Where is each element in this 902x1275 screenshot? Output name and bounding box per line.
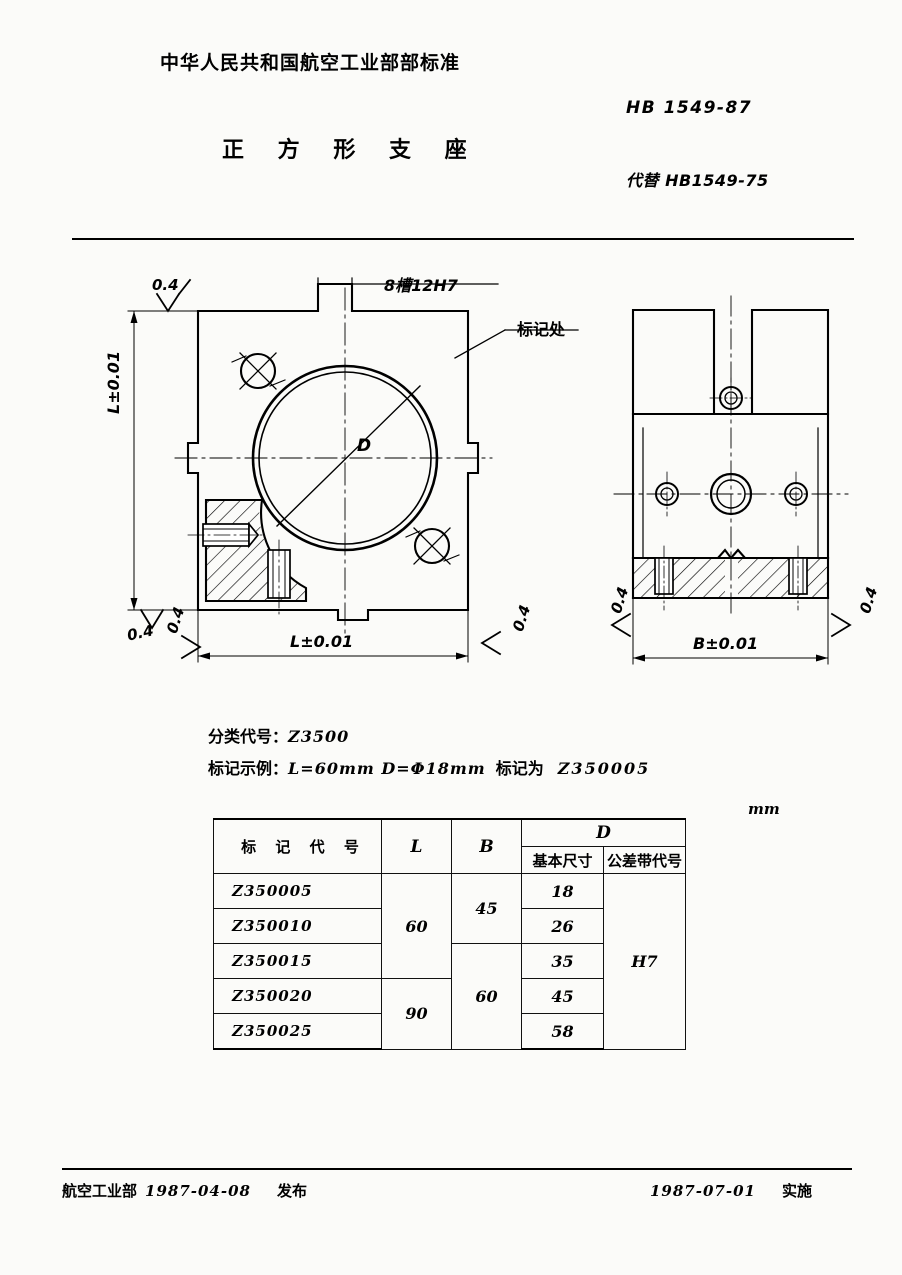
cell-basic-size: 58 [521, 1013, 604, 1050]
side-hole-upper [709, 377, 753, 419]
center-lines-side [613, 295, 849, 619]
example-separator: ： [272, 759, 289, 778]
classification-value: Z3500 [288, 727, 350, 746]
cell-basic-size: 45 [521, 978, 604, 1014]
side-hole-right [784, 471, 808, 517]
cell-tolerance-h7: H7 [603, 873, 686, 1050]
cell-code: Z350015 [213, 943, 382, 979]
classification-label: 分类代号 [208, 727, 273, 746]
roughness-symbol-side-right [830, 612, 852, 638]
footer-divider [62, 1168, 852, 1170]
side-view-inner-lines [642, 427, 819, 559]
cell-basic-size: 26 [521, 908, 604, 944]
dimension-height-front-label: L±0.01 [104, 350, 123, 414]
example-dimensions: L=60mm D=Φ18mm [288, 759, 486, 778]
side-base-bolt-left [654, 545, 674, 611]
side-hole-left [655, 471, 679, 517]
footer-effective-block: 1987-07-01 实施 [650, 1180, 812, 1201]
issuer-header: 中华人民共和国航空工业部部标准 [160, 52, 461, 74]
example-code: Z350005 [557, 759, 651, 778]
example-marked-as-label: 标记为 [495, 759, 544, 778]
cell-code: Z350020 [213, 978, 382, 1014]
footer-issue-block: 航空工业部 1987-04-08 发布 [62, 1180, 307, 1201]
threaded-hole-horizontal [187, 521, 267, 549]
side-view-outline [631, 308, 830, 600]
side-bore [709, 472, 753, 516]
header-tolerance-code: 公差带代号 [603, 846, 686, 874]
cell-breadth-45: 45 [451, 873, 522, 944]
table-header-row-1: 标 记 代 号 L B D [213, 818, 686, 874]
roughness-symbol-bottom-left-a [139, 608, 165, 630]
table-row: Z350010 26 [213, 908, 686, 944]
spec-table: 标 记 代 号 L B D 基本尺寸 公差带代号 Z350005 60 45 1… [213, 818, 686, 1050]
classification-separator: ： [272, 727, 289, 746]
table-row: Z350020 90 45 [213, 978, 686, 1050]
table-row: Z350005 60 45 18 H7 [213, 873, 686, 1050]
dimension-width-front-label: L±0.01 [290, 632, 354, 651]
table-header-row-2: 基本尺寸 公差带代号 [214, 846, 686, 874]
locating-hole-lower-right [405, 527, 460, 565]
marking-example-note: 标记示例：L=60mm D=Φ18mm 标记为 Z350005 [208, 755, 650, 779]
roughness-value-top-left: 0.4 [152, 276, 179, 294]
technical-drawing: 8槽12H7 标记处 D L±0.01 L±0.01 B±0.01 0.4 0.… [0, 258, 902, 698]
table-row: Z350025 58 [213, 1013, 686, 1050]
bore-diameter-leader [276, 385, 421, 527]
header-basic-size: 基本尺寸 [521, 846, 604, 874]
bore-diameter-label: D [357, 436, 372, 456]
marking-note-label: 标记处 [517, 320, 566, 339]
footer-effective-action: 实施 [781, 1182, 812, 1200]
replaces-standard: 代替 HB1549-75 [626, 171, 769, 190]
slot-note-label: 8槽12H7 [384, 276, 458, 295]
section-cutaway [204, 498, 308, 603]
dimension-width-side-label: B±0.01 [693, 634, 759, 653]
cell-code: Z350010 [213, 908, 382, 944]
roughness-symbol-top-left [155, 278, 192, 313]
footer-effective-date: 1987-07-01 [650, 1182, 756, 1200]
cell-breadth-60: 60 [451, 943, 522, 1050]
header-length: L [381, 818, 452, 874]
threaded-hole-vertical [267, 539, 291, 615]
cell-code: Z350025 [213, 1013, 382, 1050]
spec-table-wrapper: 标 记 代 号 L B D 基本尺寸 公差带代号 Z350005 60 45 1… [213, 818, 686, 1050]
cell-length-60: 60 [381, 873, 452, 979]
footer-issuer: 航空工业部 [62, 1182, 138, 1200]
roughness-symbol-bottom-left-b [180, 634, 202, 660]
marking-leader [454, 329, 579, 359]
cell-code: Z350005 [213, 873, 382, 909]
cell-basic-size: 35 [521, 943, 604, 979]
header-divider [72, 238, 854, 240]
slot-extension-lines [317, 277, 499, 312]
footer-issue-date: 1987-04-08 [145, 1182, 251, 1200]
footer-issue-action: 发布 [276, 1182, 307, 1200]
drawing-svg [127, 277, 852, 665]
header-mark-code: 标 记 代 号 [213, 818, 382, 874]
side-base-section [631, 548, 830, 600]
dimension-width-side [632, 597, 829, 665]
roughness-symbol-side-left [610, 612, 632, 638]
page-title: 正 方 形 支 座 [222, 138, 480, 163]
classification-note: 分类代号：Z3500 [208, 723, 349, 747]
locating-hole-upper-left [231, 352, 286, 390]
header-diameter: D [521, 818, 686, 847]
standard-number: HB 1549-87 [626, 98, 753, 118]
side-base-bolt-right [788, 545, 808, 611]
header-breadth: B [451, 818, 522, 874]
cell-basic-size: 18 [521, 873, 604, 909]
example-label: 标记示例 [208, 759, 273, 778]
cell-length-90: 90 [381, 978, 452, 1050]
center-lines-front [174, 287, 493, 637]
table-row: Z350015 60 35 [213, 943, 686, 1050]
dimension-width-front [197, 609, 469, 663]
table-unit-label: mm [748, 800, 780, 818]
roughness-symbol-bottom-right [480, 630, 502, 656]
